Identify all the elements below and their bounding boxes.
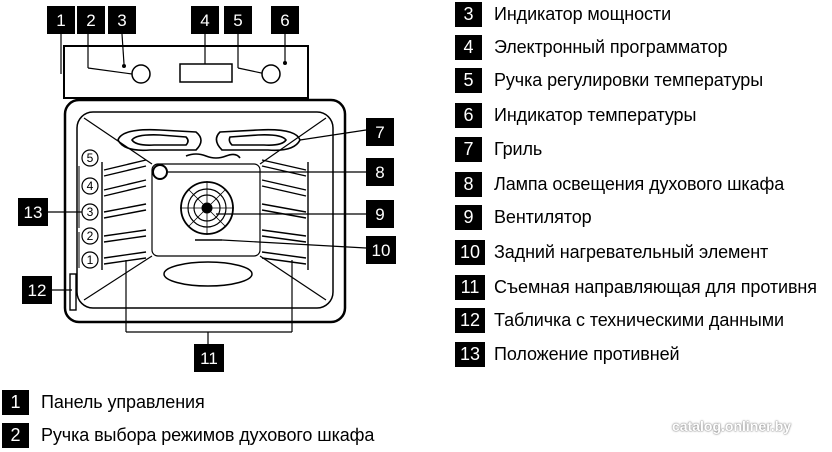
- legend-number: 2: [2, 422, 29, 448]
- legend-number: 11: [455, 274, 485, 300]
- callout-4: 4: [200, 11, 209, 30]
- shelf-position-markers: [78, 149, 99, 269]
- left-shelf-runners: [101, 159, 147, 270]
- legend-number: 13: [455, 341, 485, 367]
- mode-knob: [131, 64, 151, 84]
- top-leaders: [60, 33, 286, 75]
- callout-3: 3: [117, 11, 126, 30]
- legend-item-11: 11 Съемная направляющая для противня: [455, 273, 817, 301]
- legend-item-6: 6 Индикатор температуры: [455, 101, 696, 129]
- legend-item-8: 8 Лампа освещения духового шкафа: [455, 170, 784, 198]
- shelf-position-2: 2: [87, 229, 94, 243]
- oven-floor-recess: [163, 261, 253, 287]
- rating-plate: [69, 273, 77, 311]
- legend-item-10: 10 Задний нагревательный элемент: [455, 238, 768, 266]
- legend-item-4: 4 Электронный программатор: [455, 33, 728, 61]
- shelf-position-1: 1: [87, 253, 94, 267]
- legend-number: 1: [2, 389, 29, 415]
- legend-item-9: 9 Вентилятор: [455, 203, 592, 231]
- callout-5: 5: [233, 11, 242, 30]
- legend-number: 12: [455, 307, 485, 333]
- legend-label: Индикатор температуры: [494, 104, 697, 125]
- legend-label: Положение противней: [494, 343, 680, 364]
- temperature-indicator: [283, 61, 287, 65]
- shelf-position-4: 4: [87, 179, 94, 193]
- callout-12: 12: [28, 281, 47, 300]
- callout-2: 2: [86, 11, 95, 30]
- legend-label: Табличка с техническими данными: [494, 309, 784, 330]
- oven-lamp: [152, 164, 168, 180]
- legend-item-7: 7 Гриль: [455, 135, 542, 163]
- callout-9: 9: [375, 205, 384, 224]
- callout-boxes: [18, 6, 396, 372]
- shelf-position-5: 5: [87, 151, 94, 165]
- shelf-position-3: 3: [87, 205, 94, 219]
- legend-item-1: 1 Панель управления: [2, 388, 205, 416]
- legend-number: 3: [455, 1, 482, 27]
- legend-label: Задний нагревательный элемент: [494, 241, 769, 262]
- watermark: catalog.onliner.by: [672, 418, 792, 434]
- callout-1: 1: [56, 11, 65, 30]
- legend-label: Вентилятор: [494, 206, 592, 227]
- legend-label: Гриль: [494, 138, 543, 159]
- control-panel: [63, 45, 309, 99]
- callout-7: 7: [375, 123, 384, 142]
- legend-label: Панель управления: [41, 391, 205, 412]
- oven-cavity: [76, 111, 334, 309]
- legend-number: 4: [455, 34, 482, 60]
- legend-number: 7: [455, 136, 482, 162]
- legend-number: 8: [455, 171, 482, 197]
- legend-label: Лампа освещения духового шкафа: [494, 173, 785, 194]
- legend-label: Съемная направляющая для противня: [494, 276, 817, 297]
- oven-body: [63, 98, 347, 324]
- right-shelf-runners: [261, 159, 309, 270]
- callout-11: 11: [200, 349, 218, 368]
- fan: [180, 181, 234, 235]
- legend-item-2: 2 Ручка выбора режимов духового шкафа: [2, 421, 374, 449]
- grill-element: [117, 128, 301, 159]
- callout-8: 8: [375, 163, 384, 182]
- legend-number: 10: [455, 239, 485, 265]
- legend-item-12: 12 Табличка с техническими данными: [455, 306, 784, 334]
- temperature-knob: [261, 64, 281, 84]
- legend-label: Ручка выбора режимов духового шкафа: [41, 424, 375, 445]
- programmer-display: [179, 63, 233, 83]
- callout-13: 13: [24, 203, 43, 222]
- legend-label: Ручка регулировки температуры: [494, 69, 764, 90]
- power-indicator: [122, 64, 126, 68]
- legend-item-5: 5 Ручка регулировки температуры: [455, 66, 763, 94]
- legend-number: 9: [455, 204, 482, 230]
- legend-label: Электронный программатор: [494, 36, 728, 57]
- legend-item-13: 13 Положение противней: [455, 340, 680, 368]
- legend-number: 6: [455, 102, 482, 128]
- legend-label: Индикатор мощности: [494, 3, 672, 24]
- callout-6: 6: [280, 11, 289, 30]
- legend-item-3: 3 Индикатор мощности: [455, 0, 671, 28]
- legend-number: 5: [455, 67, 482, 93]
- side-leaders: [46, 129, 367, 344]
- callout-10: 10: [372, 241, 391, 260]
